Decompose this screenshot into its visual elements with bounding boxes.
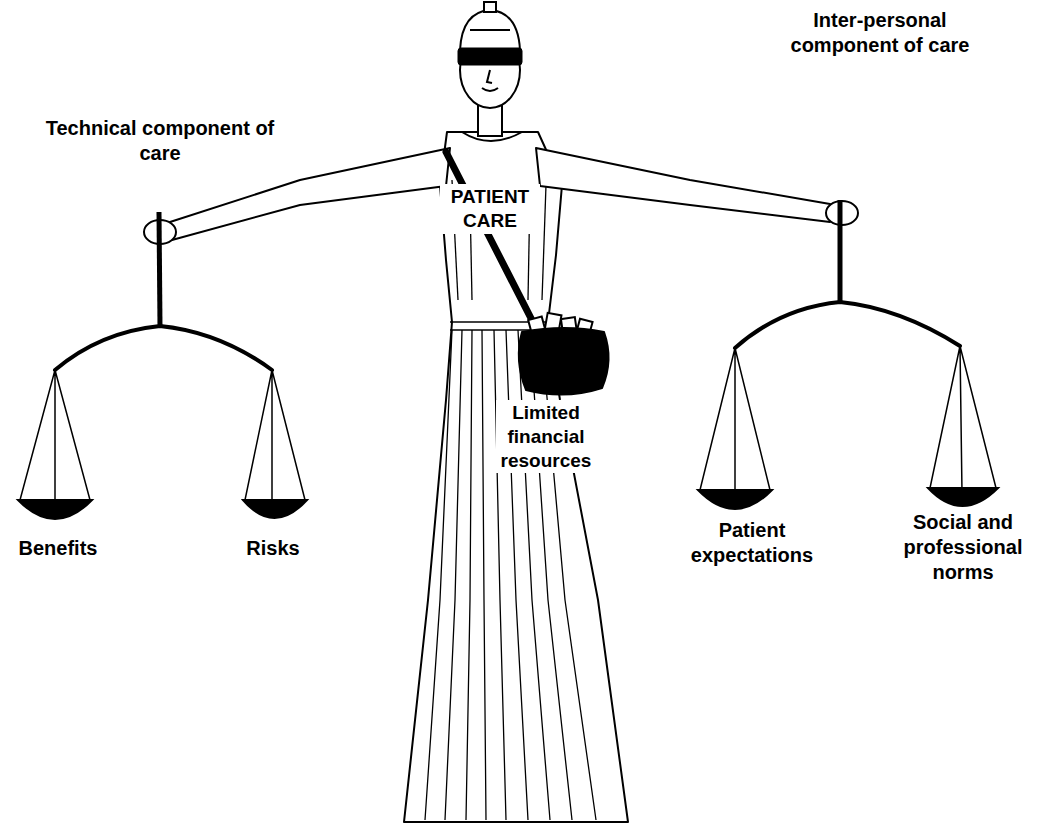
head xyxy=(460,10,520,50)
head xyxy=(462,132,522,141)
bag-strap xyxy=(446,152,538,332)
scale-pan xyxy=(18,488,998,519)
head xyxy=(484,2,496,12)
dress-folds xyxy=(466,330,472,820)
scale-pan xyxy=(243,500,307,518)
money-bag xyxy=(519,328,609,395)
label: Technical component of care xyxy=(40,116,280,166)
scale-beam xyxy=(55,326,272,370)
scale-pan xyxy=(698,490,772,509)
arm xyxy=(536,148,830,222)
scale-chain xyxy=(245,370,305,505)
head xyxy=(460,2,522,141)
label: Benefits xyxy=(8,536,108,561)
label: Patient expectations xyxy=(682,518,822,568)
label: Social and professional norms xyxy=(898,510,1028,585)
dress-folds xyxy=(445,330,462,820)
scale-beam xyxy=(735,302,960,348)
head xyxy=(487,70,492,83)
scale-chain xyxy=(930,346,996,493)
money-bag xyxy=(519,313,609,395)
scale-beam xyxy=(55,302,960,370)
arm xyxy=(170,148,450,240)
scale-chain xyxy=(20,346,996,505)
label: PATIENT CARE xyxy=(440,184,540,234)
scale-pole xyxy=(838,200,843,302)
dress xyxy=(404,132,628,822)
bag-strap xyxy=(446,152,538,332)
label: Limited financial resources xyxy=(496,400,596,473)
dress-folds xyxy=(482,330,486,820)
scale-pan xyxy=(18,500,92,519)
scale-pan xyxy=(928,488,998,506)
scale-pole xyxy=(159,212,160,326)
dress xyxy=(404,132,628,822)
blindfold xyxy=(458,48,522,65)
arm xyxy=(170,148,830,240)
blindfold xyxy=(458,48,522,65)
label: Risks xyxy=(233,536,313,561)
scale-chain xyxy=(700,348,770,495)
head xyxy=(482,88,498,91)
label: Inter-personal component of care xyxy=(775,8,985,58)
dress-folds xyxy=(542,185,546,300)
scale-chain xyxy=(20,370,90,505)
head xyxy=(470,29,510,31)
